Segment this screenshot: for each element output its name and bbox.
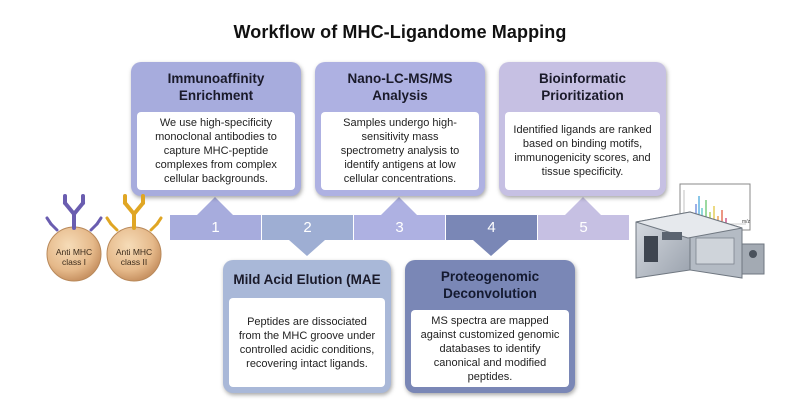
step-description-5: Identified ligands are ranked based on b… [505,112,660,190]
step-heading-1: Immunoaffinity Enrichment [167,71,265,103]
mass-spectrometer-illustration: m/z [635,183,765,279]
step-description-1: We use high-specificity monoclonal antib… [137,112,295,190]
spectrometer-body [635,211,765,279]
step-box-2: Mild Acid Elution (MAE Peptides are diss… [223,260,391,393]
timeline-segment-1: 1 [170,215,261,240]
step-heading-2: Mild Acid Elution (MAE [233,271,381,287]
pointer-step-3 [381,197,417,215]
pointer-step-4 [473,240,509,256]
step-number-5: 5 [579,219,588,236]
timeline-segment-4: 4 [446,215,537,240]
step-box-3: Nano-LC-MS/MS Analysis Samples undergo h… [315,62,485,196]
step-heading-5: Bioinformatic Prioritization [538,71,626,103]
pointer-step-1 [197,197,233,215]
step-box-5: Bioinformatic Prioritization Identified … [499,62,666,196]
step-description-2: Peptides are dissociated from the MHC gr… [229,298,385,387]
antibody-class-2-icon [123,194,145,230]
antibody-class-1-icon [63,194,85,230]
pointer-step-2 [289,240,325,256]
step-number-3: 3 [395,219,404,236]
bead-1-label-line2: class I [62,257,86,267]
step-box-4: Proteogenomic Deconvolution MS spectra a… [405,260,575,393]
timeline-segment-5: 5 [538,215,629,240]
bead-2-label-line1: Anti MHC [116,247,152,257]
timeline-segment-3: 3 [354,215,445,240]
pointer-step-5 [565,197,601,215]
step-number-1: 1 [211,219,220,236]
step-box-1: Immunoaffinity Enrichment We use high-sp… [131,62,301,196]
antibody-beads-illustration: Anti MHC class I Anti MHC class II [45,194,163,282]
step-heading-3: Nano-LC-MS/MS Analysis [347,71,453,103]
step-description-4: MS spectra are mapped against customized… [411,310,569,387]
bead-2-label-line2: class II [121,257,147,267]
step-heading-4: Proteogenomic Deconvolution [440,269,540,301]
step-number-2: 2 [303,219,312,236]
diagram-title: Workflow of MHC-Ligandome Mapping [233,22,567,42]
bead-1-label-line1: Anti MHC [56,247,92,257]
step-description-3: Samples undergo high-sensitivity mass sp… [321,112,479,190]
step-number-4: 4 [487,219,496,236]
screen-axis-label: m/z [742,219,751,225]
timeline-segment-2: 2 [262,215,353,240]
